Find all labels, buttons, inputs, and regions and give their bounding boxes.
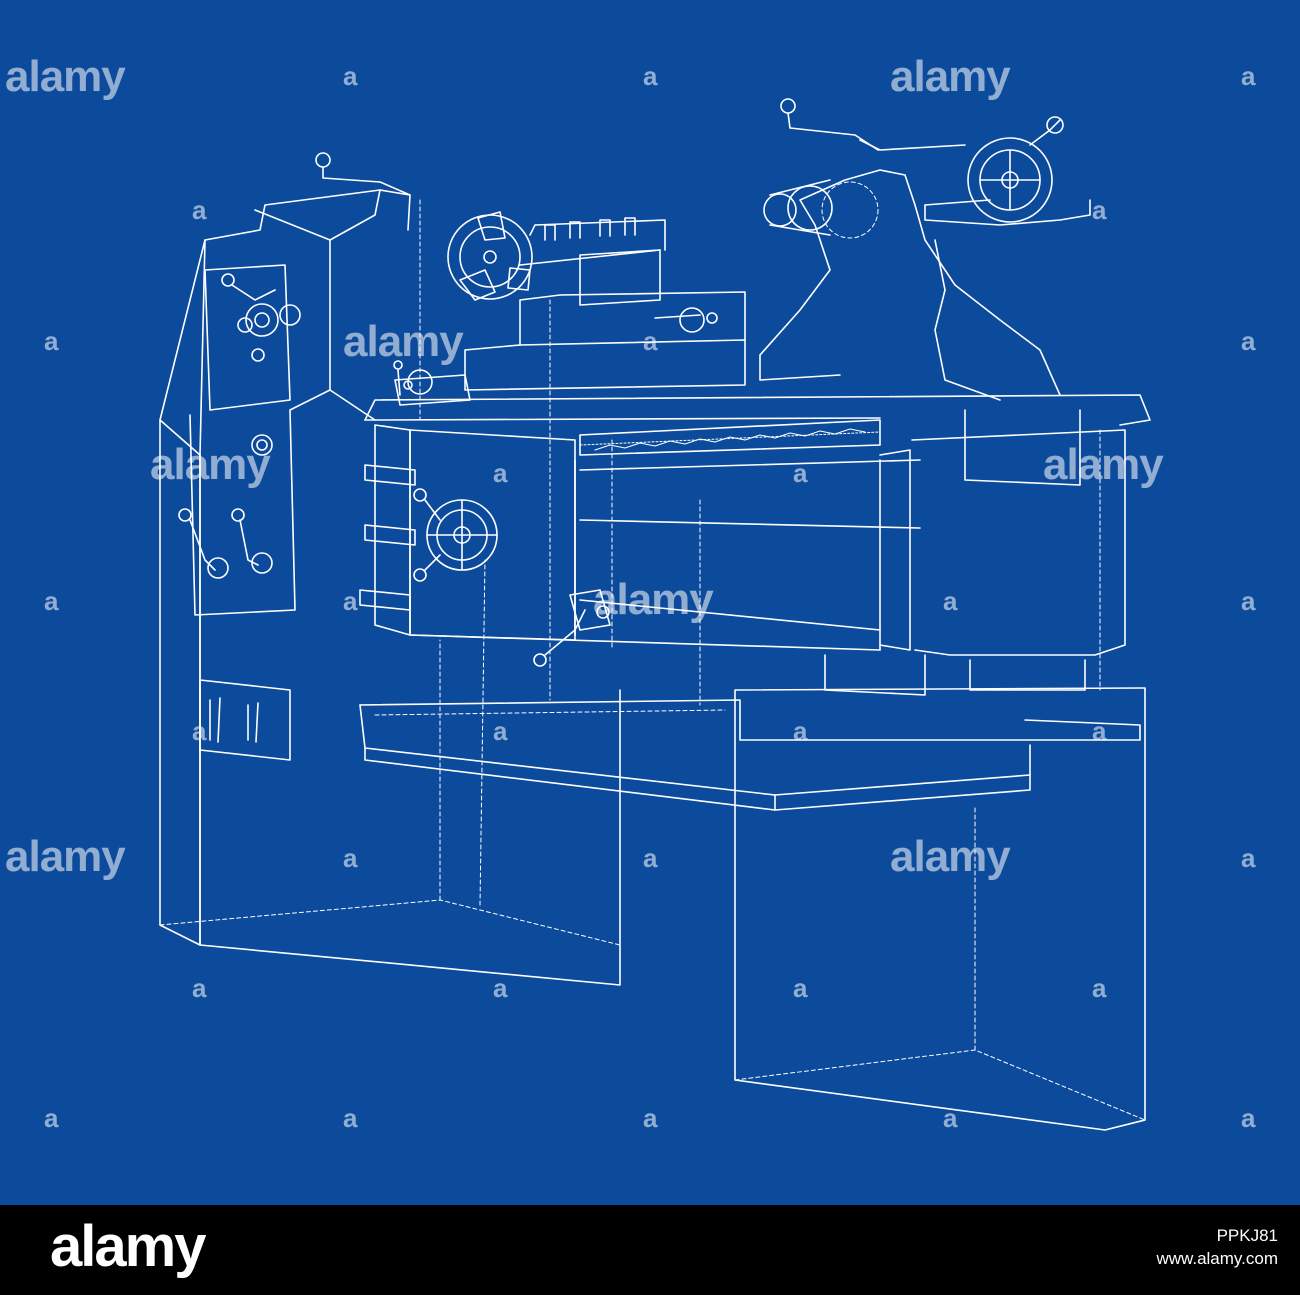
- cabinet-top-handle: [315, 152, 411, 196]
- left-cabinet: [159, 189, 621, 986]
- lathe-wireframe-drawing: [0, 0, 1300, 1205]
- chip-tray: [359, 699, 1141, 811]
- hidden-edges: [419, 199, 1101, 706]
- right-cabinet: [734, 687, 1146, 1131]
- footer-logo: alamy: [50, 1214, 206, 1279]
- chuck: [447, 211, 533, 301]
- footer-bar: alamy PPKJ81 www.alamy.com: [0, 1205, 1300, 1295]
- left-cabinet-levers: [178, 273, 301, 743]
- blueprint-background: [0, 0, 1300, 1205]
- image-id-label: PPKJ81: [1216, 1226, 1278, 1245]
- apron: [359, 360, 611, 667]
- blueprint-canvas: alamy a a alamy a a a alamy a a a alamy …: [0, 0, 1300, 1205]
- carriage-and-toolpost: [394, 217, 746, 406]
- footer-info: PPKJ81 www.alamy.com: [1156, 1225, 1278, 1271]
- tailstock: [759, 98, 1091, 401]
- footer-url[interactable]: www.alamy.com: [1156, 1248, 1278, 1268]
